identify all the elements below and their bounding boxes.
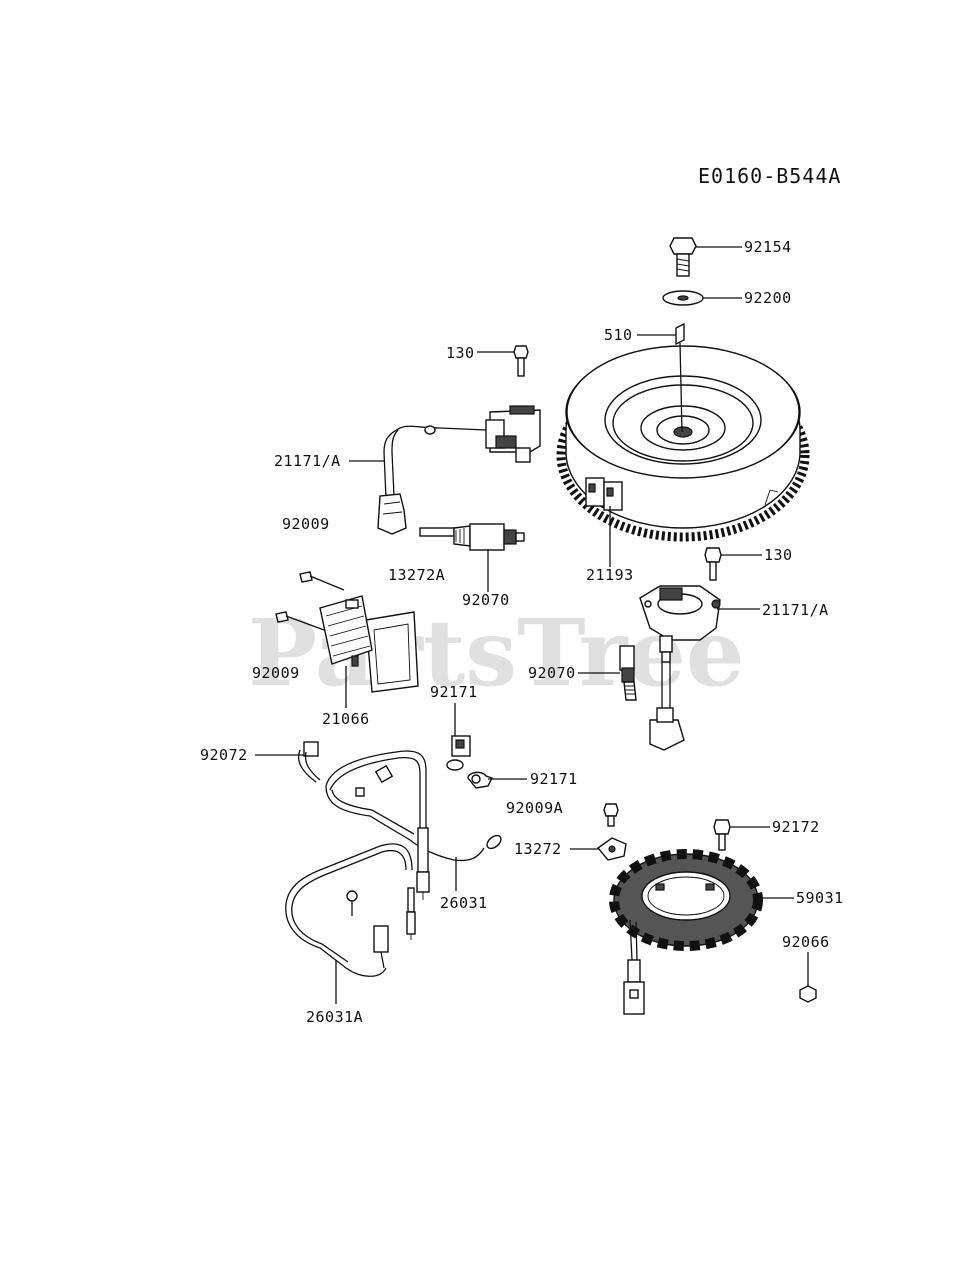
label-92172: 92172 — [772, 818, 820, 836]
label-510: 510 — [604, 326, 633, 344]
label-92009-lower: 92009 — [252, 664, 300, 682]
label-92171-bottom: 92171 — [530, 770, 578, 788]
spark-plug-lower — [619, 645, 637, 701]
label-92171-top: 92171 — [430, 683, 478, 701]
label-26031A: 26031A — [306, 1008, 363, 1026]
clamp-92171 — [467, 771, 493, 789]
nut-92066 — [799, 985, 817, 1003]
label-130-top: 130 — [446, 344, 475, 362]
wire-harness-26031 — [325, 750, 502, 900]
label-21171A-right: 21171/A — [762, 601, 829, 619]
flywheel — [556, 345, 810, 542]
label-92070-top: 92070 — [462, 591, 510, 609]
connector-92171 — [446, 735, 471, 771]
flywheel-washer — [662, 290, 704, 306]
stator — [596, 803, 763, 1015]
diagram-code: E0160-B544A — [698, 164, 841, 188]
label-21193: 21193 — [586, 566, 634, 584]
label-92009A: 92009A — [506, 799, 563, 817]
ignition-coil-left — [377, 345, 541, 535]
label-21171A-left: 21171/A — [274, 452, 341, 470]
label-92072: 92072 — [200, 746, 248, 764]
label-130-right: 130 — [764, 546, 793, 564]
leader-lines — [255, 246, 809, 1004]
label-13272A: 13272A — [388, 566, 445, 584]
label-59031: 59031 — [796, 889, 844, 907]
label-13272: 13272 — [514, 840, 562, 858]
label-92154: 92154 — [744, 238, 792, 256]
label-92009-left: 92009 — [282, 515, 330, 533]
voltage-regulator — [275, 571, 419, 693]
label-21066: 21066 — [322, 710, 370, 728]
clip-92072 — [297, 741, 321, 783]
spark-plug-upper — [419, 523, 525, 551]
label-92070-right: 92070 — [528, 664, 576, 682]
flywheel-key — [675, 322, 685, 346]
label-92066: 92066 — [782, 933, 830, 951]
label-26031: 26031 — [440, 894, 488, 912]
flywheel-bolt — [669, 237, 697, 277]
wire-harness-26031A — [285, 843, 416, 977]
label-92200: 92200 — [744, 289, 792, 307]
ignition-coil-right — [639, 547, 722, 751]
